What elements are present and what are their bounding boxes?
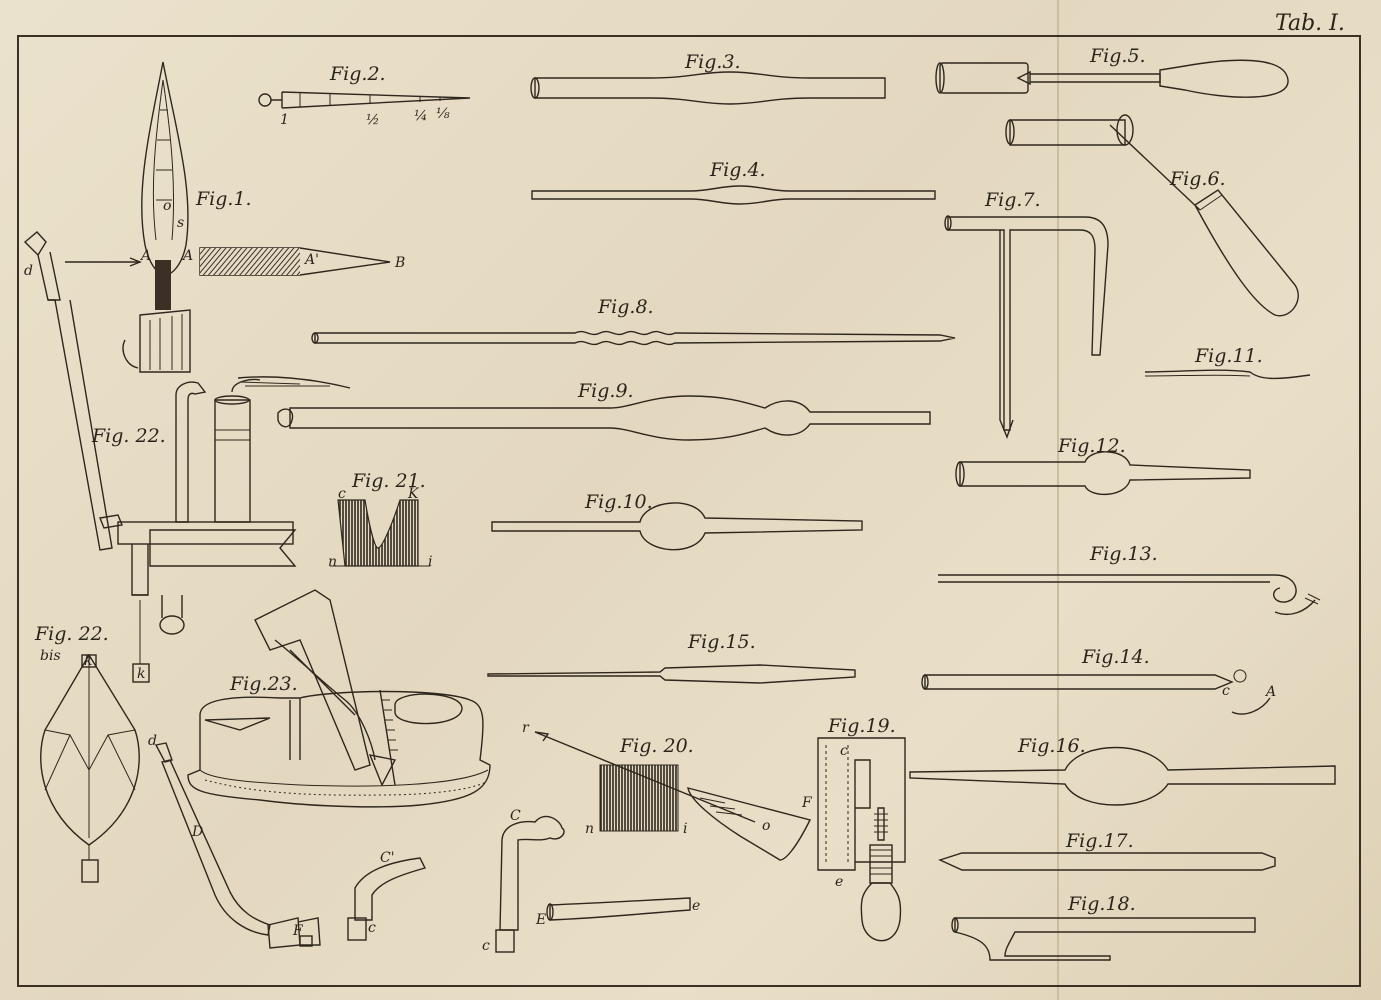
fig21-letter-i: i (428, 554, 432, 570)
fig17-tube: Fig.17. (938, 830, 1276, 871)
fig15-label: Fig.15. (687, 631, 756, 653)
fig11-thread: Fig.11. (1144, 345, 1311, 380)
pipe-letter-d: d (148, 733, 157, 749)
fig5-tube-and-file: Fig.5. (935, 45, 1289, 98)
fig12-label: Fig.12. (1057, 435, 1126, 457)
fig1-letter-s: s (177, 215, 184, 231)
fig4-label: Fig.4. (709, 159, 766, 181)
fig19-letter-f: F (801, 795, 813, 811)
fig10-label: Fig.10. (584, 491, 653, 513)
fig21-label: Fig. 21. (351, 470, 426, 492)
plate-title: Tab. I. (1275, 11, 1345, 36)
fig19-letter-e: e (835, 874, 843, 890)
fig4-tube: Fig.4. (531, 159, 936, 205)
fig9-label: Fig.9. (577, 380, 634, 402)
fig10-bulb-tube: Fig.10. (491, 491, 863, 551)
pipe-letter-c-prime: C' (380, 850, 395, 866)
fig21-letter-c: c (338, 486, 346, 502)
fig22-lamp-apparatus: Fig. 22. d k (23, 231, 351, 683)
pipe-letter-e: E (535, 912, 546, 928)
fig9-bulb-tube: Fig.9. (277, 380, 931, 441)
fig14-letter-a: A (1264, 684, 1276, 700)
fig8-label: Fig.8. (597, 296, 654, 318)
fig15-tube: Fig.15. (487, 631, 856, 684)
fig14-label: Fig.14. (1081, 646, 1150, 668)
fig19-label: Fig.19. (827, 715, 896, 737)
fig13-label: Fig.13. (1089, 543, 1158, 565)
fig19-clamp: Fig.19. c e F (801, 715, 906, 942)
pipe-letter-cap-d: D (191, 824, 203, 840)
fig22-label: Fig. 22. (91, 425, 166, 447)
fig13-curled-tube: Fig.13. (938, 543, 1321, 616)
fig18-tube: Fig.18. (951, 893, 1256, 961)
fig1-letter-a-prime: A' (303, 252, 319, 268)
fig22-letter-d: d (24, 263, 33, 279)
fig7-label: Fig.7. (984, 189, 1041, 211)
fig14-tube: Fig.14. c A (921, 646, 1276, 715)
fig6-tube-and-knife: Fig.6. (1005, 114, 1299, 317)
fig1-letter-b: B (394, 255, 405, 271)
fig1-flame: Fig.1. A A A' B o s (65, 61, 405, 373)
fig2-mark-quarter: ¼ (414, 108, 428, 124)
fig22bis-sub: bis (40, 648, 61, 664)
fig3-tube: Fig.3. (530, 51, 886, 105)
fig20-letter-o: o (762, 818, 770, 834)
fig8-wavy-tube: Fig.8. (311, 296, 956, 346)
fig20-cutting: Fig. 20. r n i o (522, 720, 812, 861)
fig23-box-apparatus: Fig.23. (187, 589, 491, 808)
fig7-bent-tube: Fig.7. (944, 189, 1109, 439)
fig21-letter-k: K (407, 486, 420, 502)
fig11-label: Fig.11. (1194, 345, 1263, 367)
plate-border (17, 35, 1361, 987)
fig1-letter-a2: A (181, 248, 193, 264)
fig12-bulb-tube: Fig.12. (955, 435, 1251, 496)
fig21-letter-n: n (328, 554, 337, 570)
fig20-letter-i: i (683, 821, 687, 837)
fig1-label: Fig.1. (195, 188, 252, 210)
fig2-label: Fig.2. (329, 63, 386, 85)
fig20-label: Fig. 20. (619, 735, 694, 757)
fig1-letter-o: o (163, 198, 171, 214)
fig20-letter-n: n (585, 821, 594, 837)
fig1-letter-a: A (139, 248, 151, 264)
lower-pipes: d D F C c C' c E e (148, 733, 700, 954)
fig20-letter-r: r (522, 720, 530, 736)
fig19-letter-c: c (840, 743, 848, 759)
fig3-label: Fig.3. (684, 51, 741, 73)
fig22-letter-k: k (137, 666, 145, 682)
fig5-label: Fig.5. (1089, 45, 1146, 67)
fig22bis-label: Fig. 22. (34, 623, 109, 645)
fig16-label: Fig.16. (1017, 735, 1086, 757)
fig14-letter-c: c (1222, 683, 1230, 699)
fig6-label: Fig.6. (1169, 168, 1226, 190)
fig16-bulb-tube: Fig.16. (909, 735, 1336, 806)
fig21-v-cut: Fig. 21. c K n i (328, 470, 432, 570)
fig2-mark-eighth: ⅛ (436, 106, 450, 122)
fig2-mark-1: 1 (280, 112, 289, 128)
pipe-letter-c: C (510, 808, 521, 824)
pipe-letter-small-e: e (692, 898, 700, 914)
fig22bis-letter-k: k (84, 653, 92, 669)
fig22bis-frame: Fig. 22. bis k (34, 623, 140, 883)
fig23-label: Fig.23. (229, 673, 298, 695)
fig18-label: Fig.18. (1067, 893, 1136, 915)
fig2-graduated-tube: Fig.2. 1 ½ ¼ ⅛ (258, 63, 471, 128)
pipe-letter-c2: c (368, 920, 376, 936)
fig2-mark-half: ½ (366, 112, 380, 128)
pipe-letter-small-c: c (482, 938, 490, 954)
fig17-label: Fig.17. (1065, 830, 1134, 852)
pipe-letter-f: F (292, 923, 304, 939)
